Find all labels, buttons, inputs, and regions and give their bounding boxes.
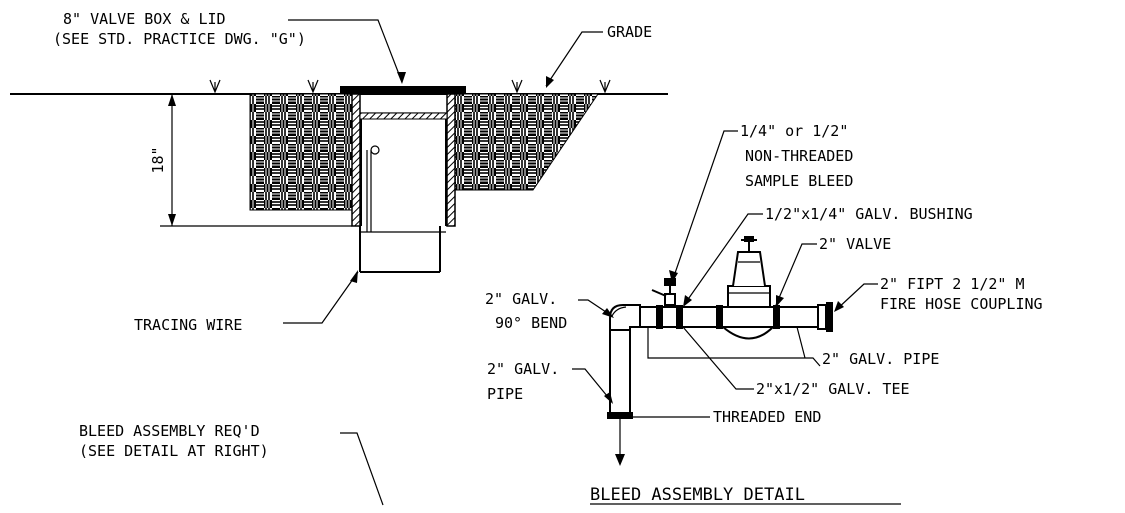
threaded-end-cap	[607, 412, 633, 419]
sample-bleed-valve	[664, 278, 676, 286]
galv-pipe-label: 2" GALV. PIPE	[822, 350, 939, 368]
tracing-wire-label: TRACING WIRE	[134, 316, 242, 334]
bleed-req-label-1: BLEED ASSEMBLY REQ'D	[79, 422, 260, 440]
coupling-1	[656, 305, 663, 329]
hose-coupling	[826, 302, 833, 332]
bend-label-1: 2" GALV.	[485, 290, 557, 308]
sample-label-1: 1/4" or 1/2"	[740, 122, 848, 140]
grass-marks	[209, 79, 611, 94]
fipt-label-2: FIRE HOSE COUPLING	[880, 295, 1043, 313]
bleed-req-leader	[340, 432, 384, 506]
ninety-bend	[609, 304, 641, 331]
box-collar	[359, 112, 448, 120]
bushing	[664, 293, 676, 306]
soil-left	[249, 93, 353, 211]
valve-box-section: 18"	[10, 19, 668, 506]
galv-pipe-leader-2	[796, 326, 806, 359]
sample-leader	[672, 130, 738, 280]
coupling-2	[716, 305, 723, 329]
vertical-pipe	[609, 329, 631, 419]
soil-right	[454, 93, 599, 191]
bushing-leader	[683, 213, 763, 306]
sample-label-2: NON-THREADED	[745, 147, 853, 165]
depth-dimension: 18"	[149, 93, 352, 227]
horizontal-pipe	[639, 306, 819, 328]
box-wall-right	[446, 93, 456, 227]
valve-box-label-2: (SEE STD. PRACTICE DWG. "G")	[53, 30, 306, 48]
detail-title: BLEED ASSEMBLY DETAIL	[590, 485, 805, 505]
grade-label: GRADE	[607, 23, 652, 41]
bushing-label: 1/2"x1/4" GALV. BUSHING	[765, 205, 973, 223]
valve-box-label-1: 8" VALVE BOX & LID	[63, 10, 226, 28]
fipt-label-1: 2" FIPT 2 1/2" M	[880, 275, 1025, 293]
sample-bleed-handle	[651, 289, 667, 297]
fipt-leader	[835, 283, 878, 311]
vertical-pipe-label-2: PIPE	[487, 385, 523, 403]
vertical-pipe-label-1: 2" GALV.	[487, 360, 559, 378]
box-wall-left	[351, 93, 361, 227]
valve-box-leader	[288, 19, 403, 83]
valve-leader	[775, 243, 817, 306]
depth-label: 18"	[149, 146, 167, 173]
bend-label-2: 90° BEND	[495, 314, 567, 332]
bend-leader	[578, 299, 613, 317]
tee-leader	[682, 326, 754, 390]
sample-label-3: SAMPLE BLEED	[745, 172, 853, 190]
valve-box-lid	[340, 86, 466, 94]
tee-label: 2"x1/2" GALV. TEE	[756, 380, 910, 398]
threaded-end-label: THREADED END	[713, 408, 821, 426]
tracing-wire-loop	[370, 145, 380, 155]
bleed-req-label-2: (SEE DETAIL AT RIGHT)	[79, 442, 269, 460]
bleed-assembly	[572, 130, 901, 505]
tee-collar	[676, 305, 683, 329]
valve-stem-housing	[732, 251, 766, 287]
flow-arrow	[615, 454, 625, 466]
grade-leader	[545, 31, 603, 87]
galv-pipe-leader-1	[647, 327, 821, 367]
valve-body-bottom	[722, 326, 774, 340]
valve-bonnet	[727, 285, 771, 308]
tracing-wire-leader	[283, 271, 359, 324]
vertical-pipe-leader	[572, 368, 613, 403]
coupling-3	[773, 305, 780, 329]
valve-label: 2" VALVE	[819, 235, 891, 253]
